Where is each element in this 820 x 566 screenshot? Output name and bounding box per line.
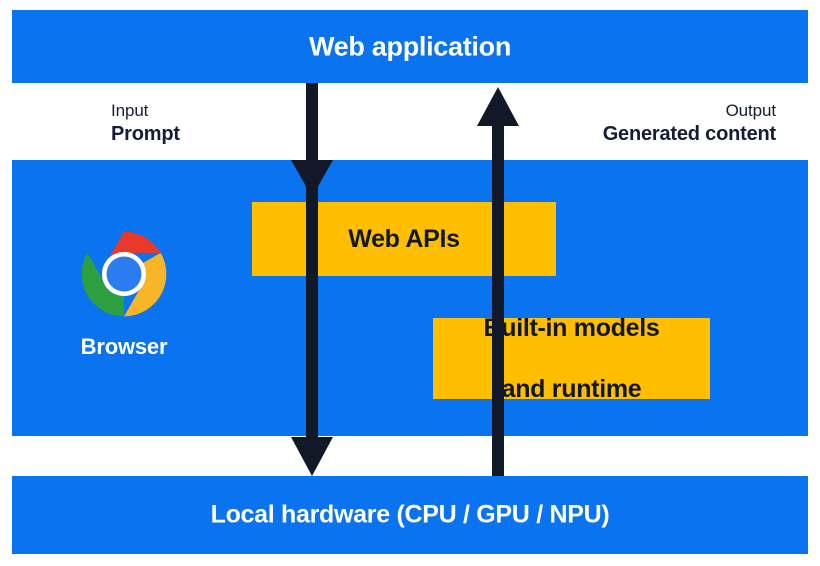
output-caption: Output Generated content bbox=[602, 100, 777, 147]
web-application-band: Web application bbox=[12, 10, 808, 83]
web-apis-box: Web APIs bbox=[252, 202, 556, 276]
input-caption: Input Prompt bbox=[111, 100, 180, 147]
local-hardware-band: Local hardware (CPU / GPU / NPU) bbox=[12, 476, 808, 554]
built-in-models-label: Built-in models and runtime bbox=[463, 313, 679, 405]
built-in-models-box: Built-in models and runtime bbox=[433, 314, 710, 403]
local-hardware-label: Local hardware (CPU / GPU / NPU) bbox=[210, 500, 610, 529]
chrome-logo bbox=[81, 231, 167, 317]
input-caption-kind: Input bbox=[111, 101, 149, 120]
input-caption-value: Prompt bbox=[111, 122, 180, 145]
output-caption-value: Generated content bbox=[602, 122, 777, 145]
browser-group: Browser bbox=[58, 228, 190, 360]
browser-label: Browser bbox=[80, 334, 168, 359]
built-in-models-line2: and runtime bbox=[501, 374, 642, 403]
output-caption-kind: Output bbox=[725, 101, 777, 120]
built-in-models-line1: Built-in models bbox=[483, 313, 660, 342]
web-apis-label: Web APIs bbox=[348, 224, 460, 253]
web-application-label: Web application bbox=[308, 31, 512, 61]
